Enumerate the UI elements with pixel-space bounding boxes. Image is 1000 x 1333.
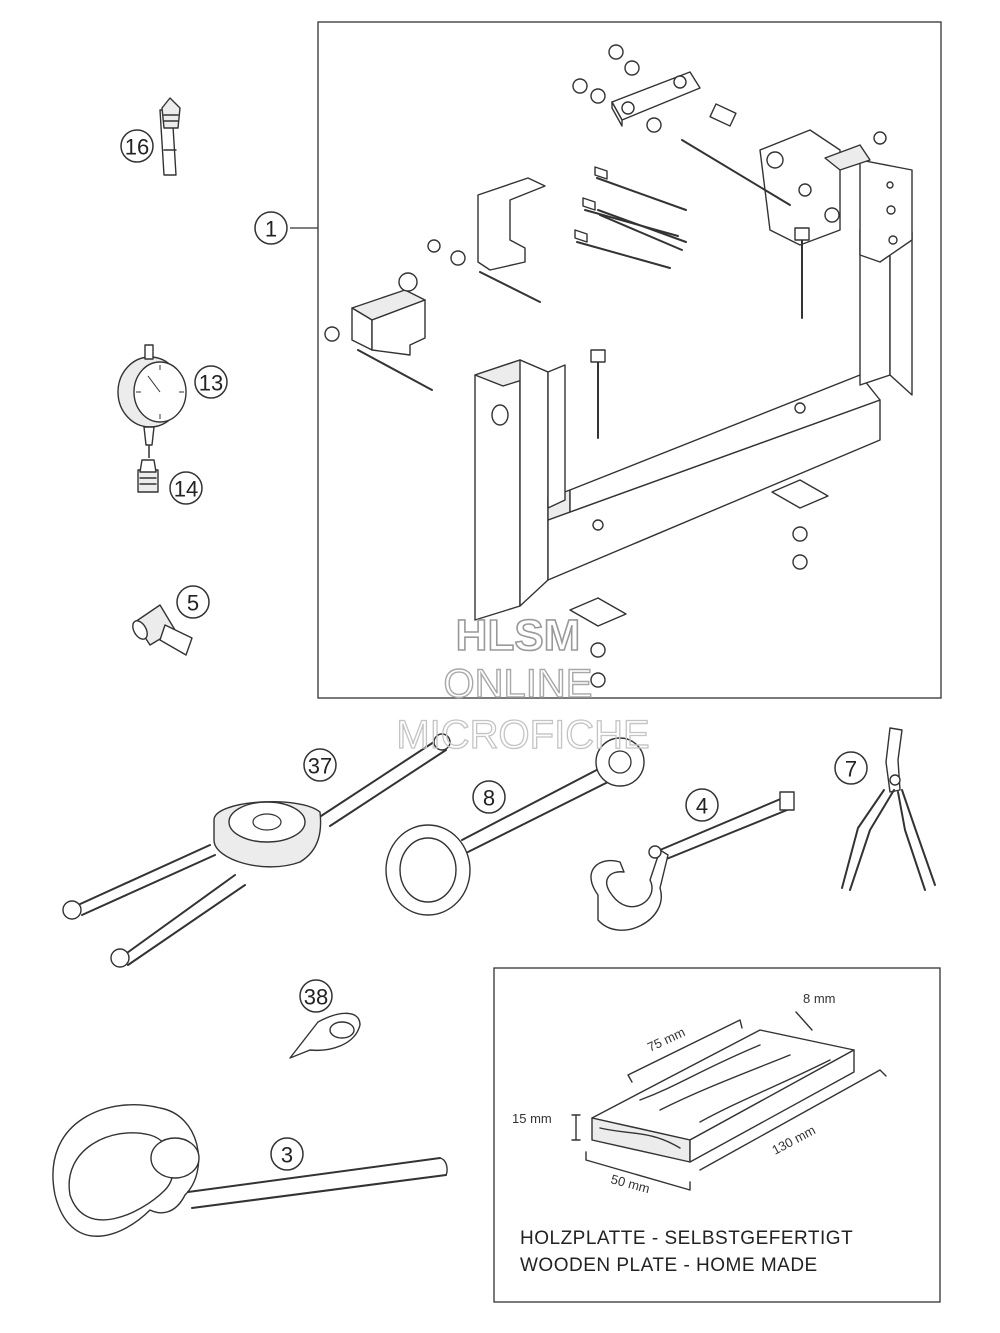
callout-16: 16: [120, 129, 154, 163]
watermark-line-3: MICROFICHE: [396, 713, 649, 757]
callout-5: 5: [176, 585, 210, 619]
dial-gauge-adapter: [137, 459, 159, 493]
callout-4-label: 4: [696, 794, 708, 819]
ring-spanner: [385, 737, 645, 916]
callout-14: 14: [169, 471, 203, 505]
callout-37: 37: [303, 748, 337, 782]
valve-core-tool: [159, 97, 181, 176]
watermark-line-2: ONLINE: [444, 662, 593, 706]
callout-4: 4: [685, 788, 719, 822]
pin-tool: [132, 604, 193, 656]
callout-38-label: 38: [304, 985, 328, 1010]
item-1-frame-box: [290, 21, 942, 699]
callout-13-label: 13: [199, 371, 223, 396]
circlip-pliers: [841, 727, 936, 891]
callout-14-label: 14: [174, 477, 198, 502]
watermark-line-1: HLSM: [456, 611, 581, 660]
clip-tool: [289, 1012, 361, 1059]
engine-stand-assembly: [324, 44, 913, 688]
callout-7: 7: [834, 751, 868, 785]
threaded-rods: [357, 139, 810, 439]
callout-8: 8: [472, 780, 506, 814]
watermark: HLSM ONLINE MICROFICHE: [396, 610, 651, 757]
callout-37-label: 37: [308, 754, 332, 779]
wooden-plate-panel: [493, 967, 941, 1303]
callout-3: 3: [270, 1137, 304, 1171]
dimension-thickness-small: 8 mm: [803, 991, 836, 1006]
dimension-width-bottom: 50 mm: [609, 1171, 651, 1196]
holding-tool: [62, 733, 451, 968]
callout-13: 13: [194, 365, 228, 399]
hook-wrench: [590, 791, 795, 931]
callout-1: 1: [254, 211, 288, 245]
caption-german: HOLZPLATTE - SELBSTGEFERTIGT: [520, 1228, 853, 1249]
holding-spanner: [52, 1104, 448, 1237]
nuts-washers: [324, 44, 829, 688]
dimension-height: 15 mm: [512, 1111, 552, 1126]
callout-16-label: 16: [125, 135, 149, 160]
callout-7-label: 7: [845, 757, 857, 782]
callout-3-label: 3: [281, 1143, 293, 1168]
callout-5-label: 5: [187, 591, 199, 616]
callout-1-label: 1: [265, 217, 277, 242]
caption-english: WOODEN PLATE - HOME MADE: [520, 1255, 818, 1276]
callout-38: 38: [299, 979, 333, 1013]
dimension-width-top: 75 mm: [645, 1024, 687, 1054]
dial-gauge: [117, 344, 187, 458]
callout-8-label: 8: [483, 786, 495, 811]
